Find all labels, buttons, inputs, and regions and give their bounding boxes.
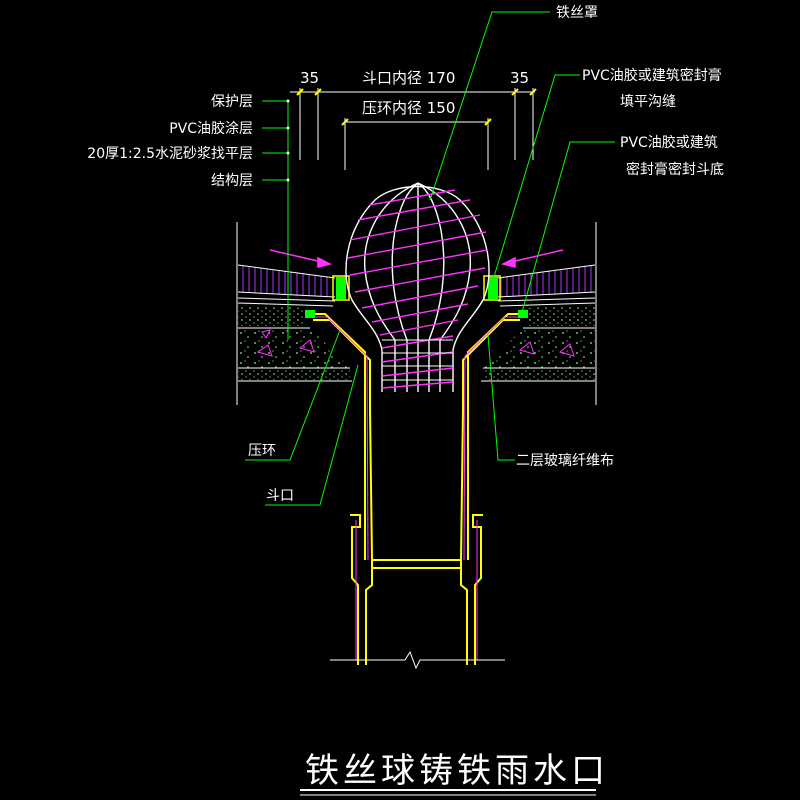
insulation-layer-left — [238, 265, 335, 297]
label-pvc-groove-line1: PVC油胶或建筑密封膏 — [582, 67, 722, 84]
label-pvc-groove-line2: 填平沟缝 — [620, 94, 676, 110]
label-clamp-ring: 压环 — [248, 443, 276, 459]
label-structural-layer: 结构层 — [211, 173, 253, 189]
dim-ring-inner-diameter: 压环内径 150 — [362, 99, 455, 117]
label-outlet-funnel: 斗口 — [266, 488, 294, 504]
structural-layer-right — [483, 328, 595, 368]
insulation-layer-right — [498, 265, 595, 297]
sealant-blocks — [305, 277, 528, 318]
label-pvc-bottom-line1: PVC油胶或建筑 — [620, 134, 718, 151]
cast-iron-outlet — [305, 313, 528, 665]
label-wire-cage: 铁丝罩 — [556, 5, 598, 21]
label-pvc-coating: PVC油胶涂层 — [169, 120, 253, 137]
dim-outlet-inner-diameter: 斗口内径 170 — [362, 69, 455, 87]
label-leveling-layer: 20厚1:2.5水泥砂浆找平层 — [87, 146, 253, 162]
label-protective-layer: 保护层 — [211, 94, 253, 110]
label-pvc-bottom-line2: 密封膏密封斗底 — [626, 161, 724, 178]
label-glass-fiber: 二层玻璃纤维布 — [516, 452, 614, 469]
dim-right-offset: 35 — [510, 69, 529, 87]
drawing-title: 铁丝球铸铁雨水口 — [305, 751, 609, 791]
dim-left-offset: 35 — [300, 69, 319, 87]
break-line — [330, 650, 505, 670]
leader-lines — [245, 11, 615, 506]
wire-cage — [345, 182, 490, 392]
